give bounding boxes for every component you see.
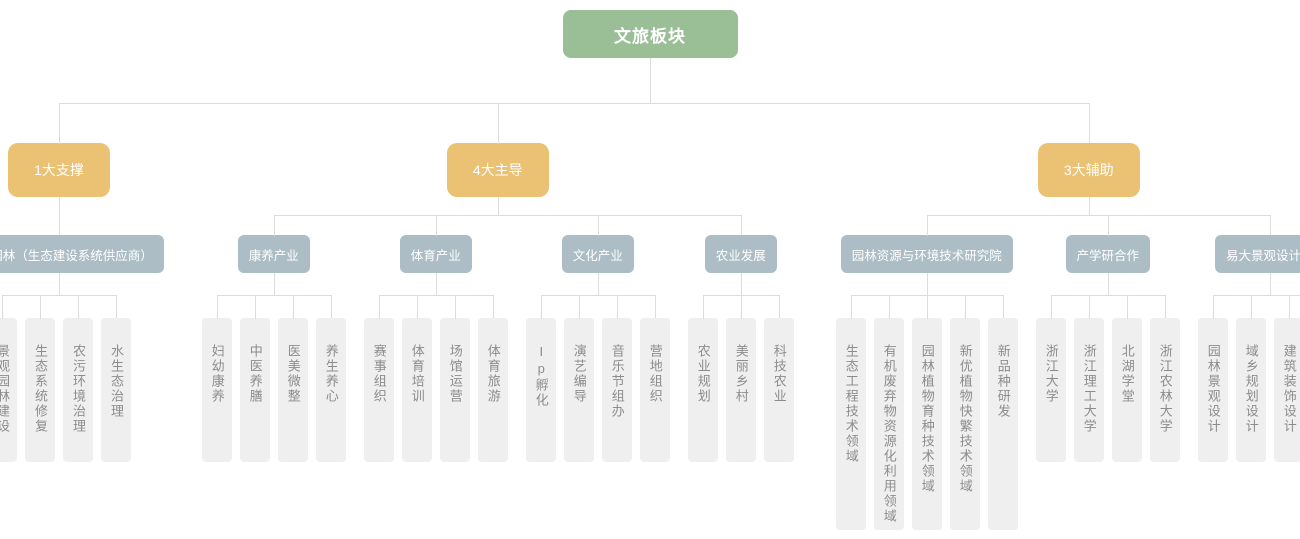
leaf-node: 体育培训	[401, 318, 432, 462]
leaf-node-item: 农污环境治理	[59, 295, 98, 462]
category-node: 农业发展	[704, 235, 777, 273]
leaf-node: 浙江农林大学	[1149, 318, 1180, 462]
leaf-node-item: 农业规划	[684, 295, 723, 462]
leaf-node: 浙江理工大学	[1073, 318, 1104, 462]
leaf-node-item: 浙江理工大学	[1069, 295, 1109, 462]
leaf-node: 园林景观设计	[1197, 318, 1228, 462]
leaf-node-item: 有机废弃物资源化利用领域	[869, 295, 909, 530]
leaf-node: Ip孵化	[525, 318, 556, 462]
category-node: 园林资源与环境技术研究院	[840, 235, 1013, 273]
root-node-item: 文旅板块1大支撑杭州园林（生态建设系统供应商）景观园林建设生态系统修复农污环境治…	[0, 10, 1300, 530]
branch-node: 4大主导	[446, 143, 549, 197]
leaf-node-item: 生态工程技术领域	[832, 295, 871, 530]
leaf-node-item: 园林景观设计	[1194, 295, 1233, 462]
leaf-node: 生态工程技术领域	[835, 318, 866, 530]
leaf-node: 体育旅游	[477, 318, 508, 462]
category-node-item: 园林资源与环境技术研究院生态工程技术领域有机废弃物资源化利用领域园林植物育种技术…	[827, 215, 1028, 530]
leaf-node-item: 美丽乡村	[721, 295, 761, 462]
leaf-node-item: 北湖学堂	[1107, 295, 1147, 462]
leaf-node-item: 园林植物育种技术领域	[907, 295, 947, 530]
category-node-item: 农业发展农业规划美丽乡村科技农业	[678, 215, 803, 462]
leaf-node-item: 赛事组织	[360, 295, 399, 462]
category-node: 文化产业	[561, 235, 634, 273]
category-node-children: 农业规划美丽乡村科技农业	[684, 273, 798, 462]
category-node-item: 体育产业赛事组织体育培训场馆运营体育旅游	[354, 215, 518, 462]
leaf-node: 中医养膳	[239, 318, 270, 462]
category-node-children: Ip孵化演艺编导音乐节组办营地组织	[522, 273, 674, 462]
category-node-children: 生态工程技术领域有机废弃物资源化利用领域园林植物育种技术领域新优植物快繁技术领域…	[832, 273, 1022, 530]
leaf-node-item: 建筑装饰设计	[1269, 295, 1300, 462]
leaf-node-item: 新品种研发	[983, 295, 1022, 530]
leaf-node-item: 场馆运营	[435, 295, 475, 462]
branch-node: 3大辅助	[1037, 143, 1140, 197]
category-node-item: 产学研合作浙江大学浙江理工大学北湖学堂浙江农林大学	[1026, 215, 1190, 462]
root-node: 文旅板块	[562, 10, 738, 58]
category-node-children: 浙江大学浙江理工大学北湖学堂浙江农林大学	[1032, 273, 1184, 462]
category-node: 体育产业	[399, 235, 472, 273]
leaf-node: 养生养心	[315, 318, 346, 462]
category-node-children: 景观园林建设生态系统修复农污环境治理水生态治理	[0, 273, 135, 462]
leaf-node-item: Ip孵化	[522, 295, 561, 462]
leaf-node-item: 营地组织	[635, 295, 674, 462]
leaf-node: 域乡规划设计	[1235, 318, 1266, 462]
leaf-node: 建筑装饰设计	[1273, 318, 1300, 462]
leaf-node: 医美微整	[277, 318, 308, 462]
leaf-node-item: 演艺编导	[559, 295, 599, 462]
category-node: 易大景观设计院	[1215, 235, 1300, 273]
leaf-node: 音乐节组办	[601, 318, 632, 462]
leaf-node-item: 体育旅游	[473, 295, 512, 462]
branch-node-children: 康养产业妇幼康养中医养膳医美微整养生养心体育产业赛事组织体育培训场馆运营体育旅游…	[193, 197, 803, 462]
category-node-children: 赛事组织体育培训场馆运营体育旅游	[360, 273, 512, 462]
leaf-node-item: 域乡规划设计	[1231, 295, 1271, 462]
category-node: 康养产业	[237, 235, 310, 273]
leaf-node-item: 新优植物快繁技术领域	[945, 295, 985, 530]
leaf-node: 农业规划	[687, 318, 718, 462]
org-chart-root-level: 文旅板块1大支撑杭州园林（生态建设系统供应商）景观园林建设生态系统修复农污环境治…	[0, 10, 1300, 530]
category-node-children: 妇幼康养中医养膳医美微整养生养心	[198, 273, 350, 462]
category-node-children: 园林景观设计域乡规划设计建筑装饰设计项目策划	[1194, 273, 1300, 462]
leaf-node: 美丽乡村	[725, 318, 756, 462]
branch-node-item: 1大支撑杭州园林（生态建设系统供应商）景观园林建设生态系统修复农污环境治理水生态…	[0, 103, 182, 462]
leaf-node: 新优植物快繁技术领域	[949, 318, 980, 530]
leaf-node: 科技农业	[763, 318, 794, 462]
leaf-node-item: 科技农业	[759, 295, 798, 462]
branch-node-item: 3大辅助园林资源与环境技术研究院生态工程技术领域有机废弃物资源化利用领域园林植物…	[814, 103, 1300, 530]
leaf-node-item: 妇幼康养	[198, 295, 237, 462]
leaf-node: 农污环境治理	[63, 318, 93, 462]
branch-node-item: 4大主导康养产业妇幼康养中医养膳医美微整养生养心体育产业赛事组织体育培训场馆运营…	[180, 103, 816, 462]
category-node: 产学研合作	[1065, 235, 1151, 273]
leaf-node: 生态系统修复	[25, 318, 55, 462]
category-node-item: 康养产业妇幼康养中医养膳医美微整养生养心	[193, 215, 356, 462]
leaf-node-item: 生态系统修复	[21, 295, 60, 462]
category-node: 杭州园林（生态建设系统供应商）	[0, 235, 164, 273]
leaf-node: 新品种研发	[987, 318, 1018, 530]
leaf-node: 有机废弃物资源化利用领域	[873, 318, 904, 530]
leaf-node-item: 水生态治理	[97, 295, 135, 462]
leaf-node-item: 浙江大学	[1032, 295, 1071, 462]
leaf-node-item: 体育培训	[397, 295, 437, 462]
leaf-node: 北湖学堂	[1111, 318, 1142, 462]
leaf-node: 妇幼康养	[201, 318, 232, 462]
leaf-node: 浙江大学	[1035, 318, 1066, 462]
leaf-node: 演艺编导	[563, 318, 594, 462]
leaf-node: 场馆运营	[439, 318, 470, 462]
leaf-node-item: 医美微整	[273, 295, 313, 462]
branch-node: 1大支撑	[8, 143, 110, 197]
leaf-node-item: 浙江农林大学	[1145, 295, 1184, 462]
leaf-node: 赛事组织	[363, 318, 394, 462]
leaf-node: 水生态治理	[101, 318, 131, 462]
leaf-node: 景观园林建设	[0, 318, 17, 462]
root-node-children: 1大支撑杭州园林（生态建设系统供应商）景观园林建设生态系统修复农污环境治理水生态…	[0, 58, 1300, 530]
branch-node-children: 园林资源与环境技术研究院生态工程技术领域有机废弃物资源化利用领域园林植物育种技术…	[827, 197, 1300, 530]
category-node-item: 易大景观设计院园林景观设计域乡规划设计建筑装饰设计项目策划	[1188, 215, 1300, 462]
leaf-node-item: 养生养心	[311, 295, 350, 462]
leaf-node: 园林植物育种技术领域	[911, 318, 942, 530]
leaf-node: 营地组织	[639, 318, 670, 462]
leaf-node-item: 音乐节组办	[597, 295, 637, 462]
leaf-node-item: 中医养膳	[235, 295, 275, 462]
leaf-node-item: 景观园林建设	[0, 295, 22, 462]
